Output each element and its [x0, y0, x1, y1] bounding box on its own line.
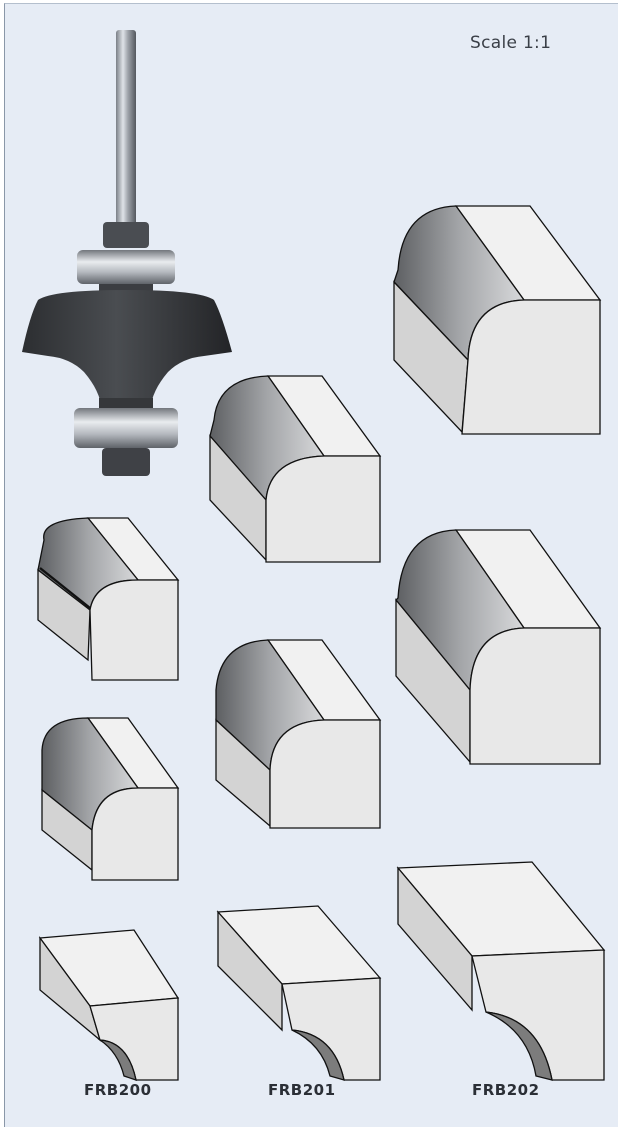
profile-block-icon	[209, 375, 382, 563]
profile-block-icon	[395, 529, 602, 765]
bit-collar	[103, 222, 149, 248]
router-bit-icon	[22, 30, 232, 476]
label-frb201: FRB201	[268, 1081, 336, 1099]
label-frb200: FRB200	[84, 1081, 152, 1099]
profile-block-icon	[41, 717, 180, 881]
scale-label: Scale 1:1	[470, 33, 552, 53]
profile-block-icon	[396, 861, 606, 1081]
label-frb202: FRB202	[472, 1081, 540, 1099]
profile-block-icon	[37, 517, 180, 681]
profile-block-icon	[393, 205, 602, 435]
bit-cutter	[22, 290, 232, 400]
bit-shank	[116, 30, 136, 226]
profile-block-icon	[38, 929, 180, 1081]
profile-block-icon	[215, 639, 382, 829]
profile-block-icon	[216, 905, 382, 1081]
top-bearing	[77, 250, 175, 284]
bottom-bearing	[74, 408, 178, 448]
bearing-screw	[102, 448, 150, 476]
